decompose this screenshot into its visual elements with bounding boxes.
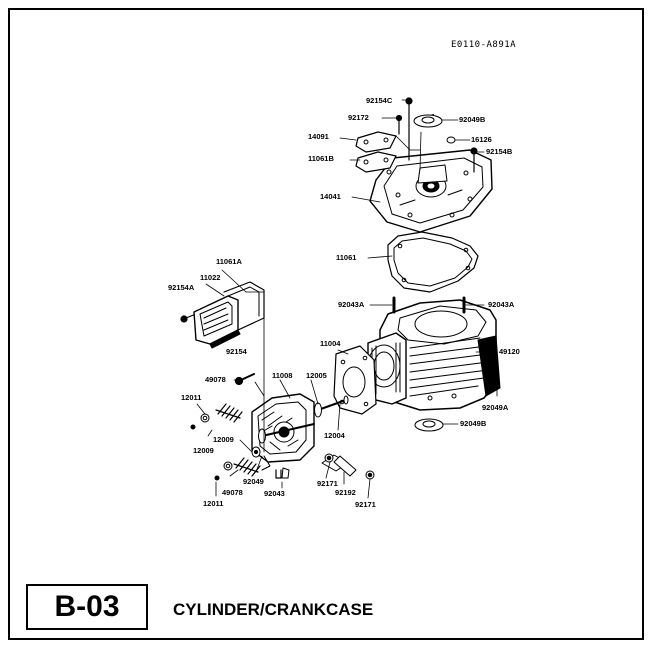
part-label: 12011	[181, 393, 202, 402]
pipe-and-caps-drawing	[321, 453, 375, 480]
crankcase-cover-drawing	[369, 149, 493, 233]
section-title: CYLINDER/CRANKCASE	[173, 600, 374, 619]
part-label: 92049	[243, 477, 264, 486]
part-label: 12005	[306, 371, 327, 380]
valve-spring-drawing	[215, 403, 261, 477]
part-label: 92171	[355, 500, 376, 509]
part-label: 92049B	[460, 419, 487, 428]
part-label: 49078	[222, 488, 243, 497]
part-label: 14041	[320, 192, 341, 201]
part-label: 16126	[471, 135, 492, 144]
part-label: 12009	[213, 435, 234, 444]
part-label: 11004	[320, 339, 341, 348]
section-code: B-03	[54, 590, 120, 623]
drawing-code: E0110-A891A	[451, 40, 517, 50]
part-label: 12011	[203, 499, 224, 508]
part-label: 11061	[336, 253, 357, 262]
part-label: 11061A	[216, 257, 242, 266]
part-label: 92154	[226, 347, 247, 356]
part-label: 92049B	[459, 115, 486, 124]
cylinder-block-drawing	[367, 299, 501, 411]
part-label: 92192	[335, 488, 356, 497]
part-label: 11022	[200, 273, 221, 282]
breather-plates-drawing	[355, 131, 397, 173]
bolts-drawing	[180, 97, 478, 479]
part-label: 92172	[348, 113, 369, 122]
part-label: 92049A	[482, 403, 509, 412]
small-parts-drawing	[190, 114, 500, 481]
leader-lines	[196, 99, 498, 499]
part-label: 12004	[324, 431, 345, 440]
part-label: 92154B	[486, 147, 513, 156]
page-frame	[8, 8, 644, 640]
breather-cover-drawing	[193, 281, 265, 349]
cylinder-head-drawing	[251, 393, 315, 471]
part-label: 92043A	[338, 300, 365, 309]
part-label: 92043A	[488, 300, 515, 309]
crankcase-gasket-drawing	[387, 231, 479, 293]
part-label: 92154A	[168, 283, 195, 292]
section-code-box: B-03	[26, 584, 148, 630]
part-label: 92171	[317, 479, 338, 488]
part-label: 14091	[308, 132, 329, 141]
part-label: 92154C	[366, 96, 393, 105]
part-label: 11008	[272, 371, 293, 380]
part-label: 11061B	[308, 154, 334, 163]
part-label: 49078	[205, 375, 226, 384]
part-label: 12009	[193, 446, 214, 455]
part-label: 49120	[499, 347, 520, 356]
part-label: 92043	[264, 489, 285, 498]
